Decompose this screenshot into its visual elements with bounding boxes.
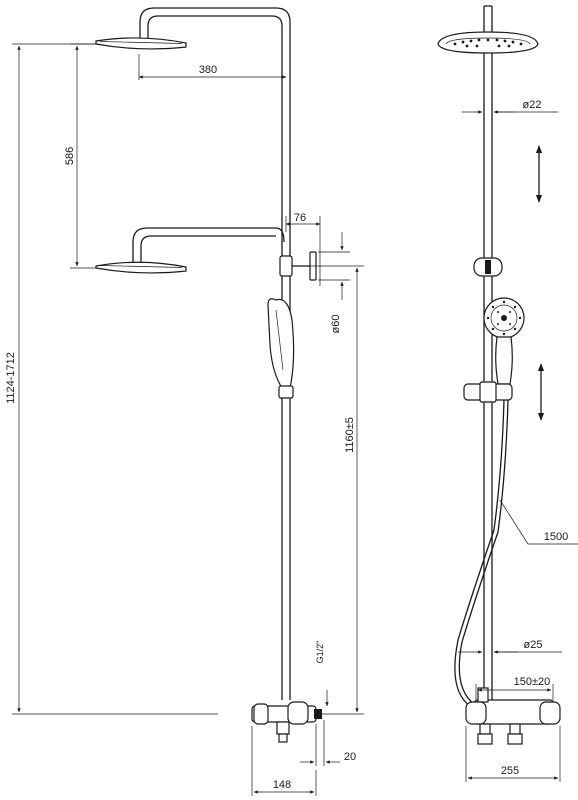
hand-shower-holder [278,385,294,399]
dim-valve-depth: 148 [273,779,291,791]
dim-handle-height: 1160±5 [344,417,356,453]
dim-pipe-diameter-top: ø22 [523,99,542,111]
shower-hose [454,399,505,707]
dim-total-height: 1124-1712 [5,352,17,404]
front-hand-shower-grip [495,336,513,385]
wall-bracket [279,255,293,277]
dim-bracket-diameter: ø60 [330,315,342,334]
valve-knob-right [287,701,309,725]
dim-arm-length: 380 [199,64,217,76]
upper-shower-arm [139,7,291,700]
dim-thread: G1/2" [315,641,325,664]
front-knob-left [465,701,487,725]
dim-valve-width: 255 [501,765,519,777]
lower-shower-arm [132,227,285,262]
dim-center-distance: 150±20 [514,676,551,688]
dim-hose-length: 1500 [544,531,568,543]
front-shower-head [437,31,539,54]
dim-vertical-travel: 586 [64,147,76,165]
valve-knob-left [253,703,269,725]
lower-shower-head [95,261,187,274]
upper-shower-head [95,37,187,50]
dim-pipe-diameter-bottom: ø25 [524,639,543,651]
hand-shower [267,298,295,389]
dim-bracket-offset: 76 [294,212,306,224]
side-view: 380 586 1124-1712 76 ø60 1160±5 G1/2" [5,7,364,796]
front-knob-right [539,701,561,725]
front-view: ø22 1500 ø25 [437,5,578,782]
dim-wall-offset: 20 [344,751,356,763]
